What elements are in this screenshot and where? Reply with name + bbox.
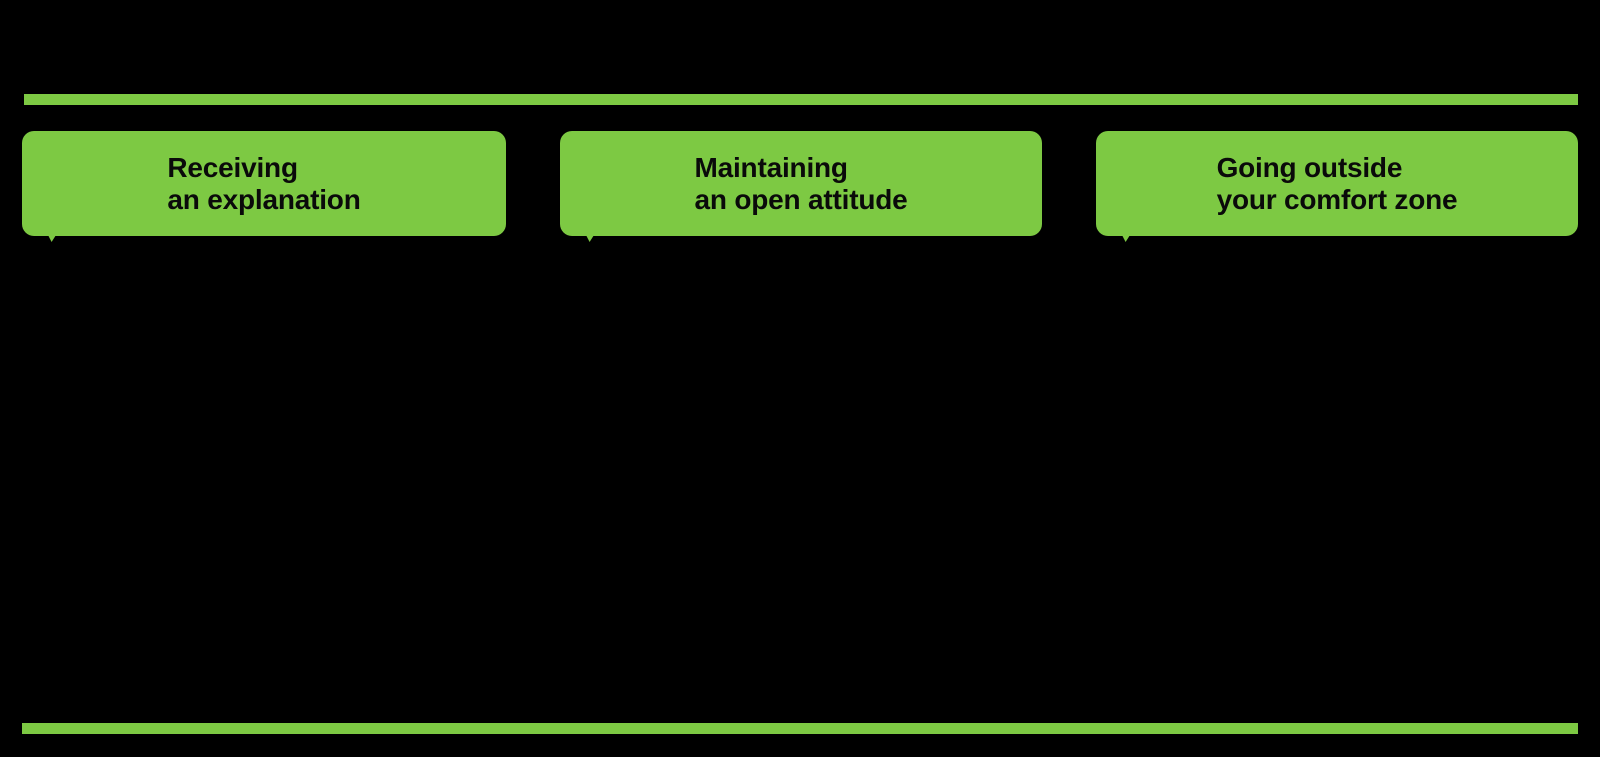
speech-tail-icon xyxy=(48,235,56,242)
card-going-outside-your-comfort-zone[interactable]: Going outside your comfort zone xyxy=(1096,131,1578,242)
card-receiving-an-explanation[interactable]: Receiving an explanation xyxy=(22,131,506,242)
speech-tail-icon xyxy=(586,235,594,242)
top-divider-rule xyxy=(24,94,1578,105)
card-label-receiving-an-explanation: Receiving an explanation xyxy=(167,152,361,215)
card-label-going-outside-your-comfort-zone: Going outside your comfort zone xyxy=(1216,152,1458,215)
bottom-divider-rule xyxy=(22,723,1578,734)
speech-tail-icon xyxy=(1122,235,1130,242)
card-label-maintaining-an-open-attitude: Maintaining an open attitude xyxy=(694,152,908,215)
card-maintaining-an-open-attitude[interactable]: Maintaining an open attitude xyxy=(560,131,1042,242)
